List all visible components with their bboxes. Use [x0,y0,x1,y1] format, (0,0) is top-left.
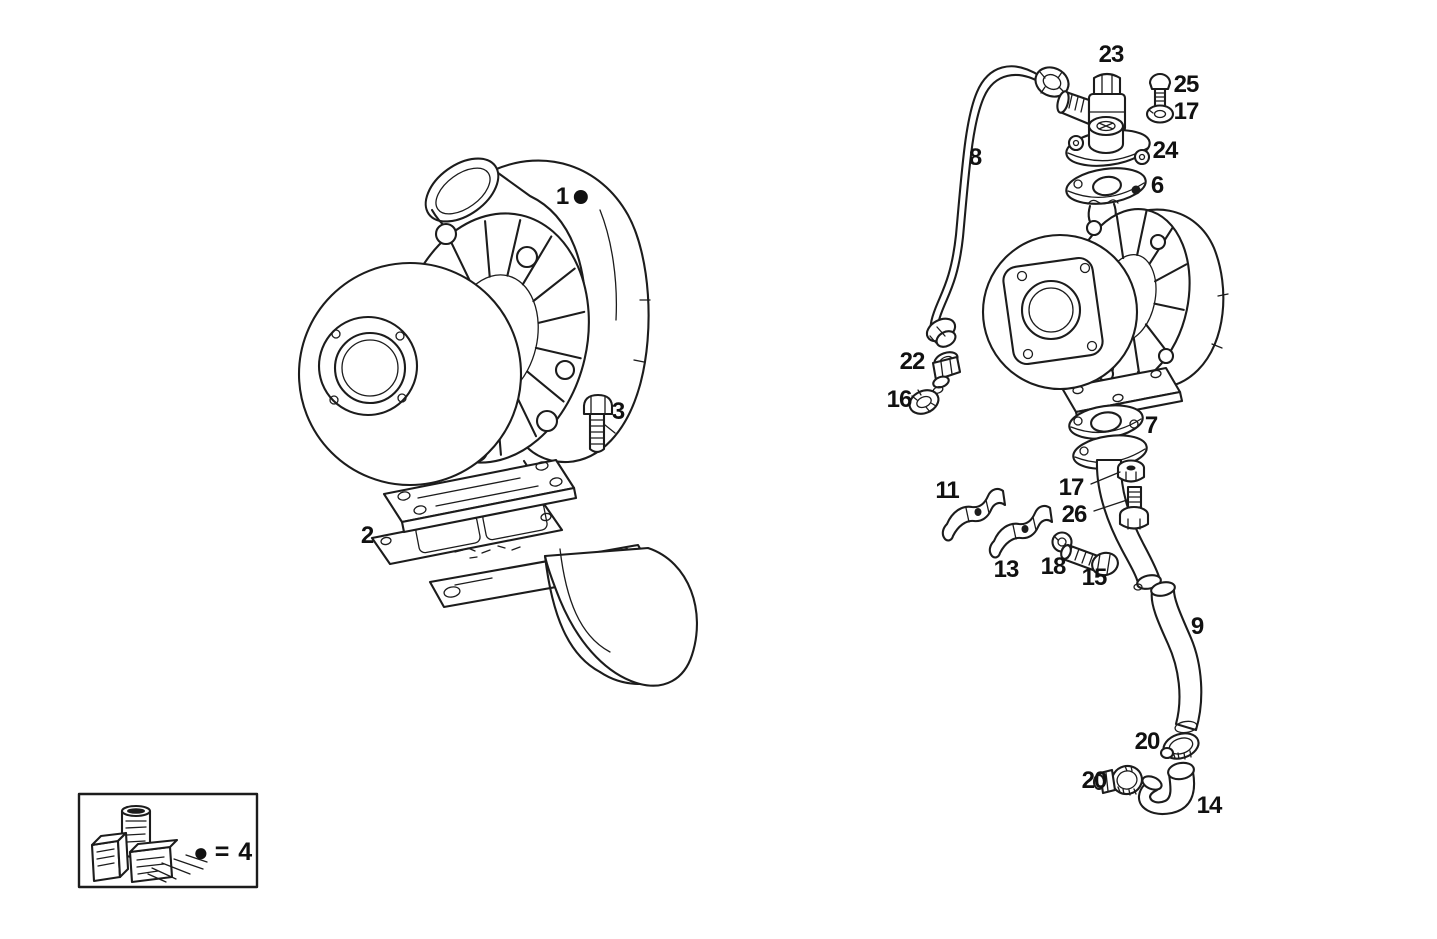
filled-dot-marker [574,190,589,204]
gasket-7-drawing [1068,404,1144,440]
part-callout-7: 7 [1144,412,1158,439]
part-callout-1: 1 [555,183,589,210]
part-callout-8: 8 [968,144,982,171]
oil-feed-pipe-8-drawing [925,65,1070,348]
turbocharger-right-drawing [981,199,1229,423]
part-callout-14: 14 [1196,792,1223,819]
part-number: 13 [993,556,1020,583]
part-callout-15: 15 [1081,564,1108,591]
legend-equation: = 4 [214,837,254,866]
part-callout-16: 16 [886,386,913,413]
bolt-25-drawing [1148,72,1172,108]
part-number: 9 [1190,613,1204,640]
part-number: 14 [1196,792,1223,819]
part-number: 6 [1150,172,1164,199]
part-callout-9: 9 [1190,613,1204,640]
part-number: 2 [360,522,374,549]
part-number: 3 [611,398,625,425]
part-callout-25: 25 [1173,71,1200,98]
part-number: 11 [935,477,959,504]
part-callout-11: 11 [935,477,959,504]
legend-box [77,792,259,889]
leader-line-17-mid [1090,471,1121,485]
part-number: 1 [555,183,569,210]
part-callout-13: 13 [993,556,1020,583]
part-number: 16 [886,386,913,413]
turbocharger-1-drawing [297,157,651,534]
part-number: 15 [1081,564,1108,591]
part-callout-2: 2 [360,522,374,549]
part-number: 24 [1152,137,1179,164]
part-number: 8 [968,144,982,171]
clamp-13-drawing [988,504,1054,559]
part-callout-17-mid: 17 [1058,474,1085,501]
part-number: 18 [1040,553,1067,580]
part-number: 23 [1098,41,1125,68]
gasket-6-drawing [1065,167,1147,205]
bolt-3-drawing [582,393,614,454]
part-number: 17 [1173,98,1200,125]
part-number: 26 [1061,501,1088,528]
part-callout-23: 23 [1098,41,1125,68]
bolt-15-drawing [1060,543,1119,577]
hose-9-drawing [1150,581,1203,734]
part-callout-22: 22 [899,348,926,375]
part-callout-18: 18 [1040,553,1067,580]
part-number: 17 [1058,474,1085,501]
part-callout-6: 6 [1150,172,1164,199]
exhaust-manifold-drawing [428,543,698,687]
washer-17-top-drawing [1145,104,1175,124]
stud-26-drawing [1118,485,1150,530]
part-callout-17-top: 17 [1173,98,1200,125]
clamp-11-drawing [941,487,1007,542]
part-number: 25 [1173,71,1200,98]
clamp-20-upper-drawing [1159,732,1200,760]
part-callout-20-upper: 20 [1134,728,1161,755]
part-number: 20 [1134,728,1161,755]
clamp-20-lower-drawing [1092,764,1143,796]
part-callout-20-lower: 20 [1081,767,1108,794]
fitting-22-drawing [931,351,962,394]
cover-24-drawing [1065,115,1151,167]
part-callout-3: 3 [611,398,625,425]
leader-line-26 [1093,499,1128,512]
elbow-hose-14-drawing [1137,761,1196,815]
part-number: 20 [1081,767,1108,794]
nut-17-mid-drawing [1116,459,1146,483]
part-callout-26: 26 [1061,501,1088,528]
part-number: 7 [1144,412,1158,439]
legend-dot-symbol: ● [193,837,209,867]
ring-16-drawing [908,389,940,415]
legend-text: ● = 4 [193,839,253,865]
part-number: 22 [899,348,926,375]
part-callout-24: 24 [1152,137,1179,164]
